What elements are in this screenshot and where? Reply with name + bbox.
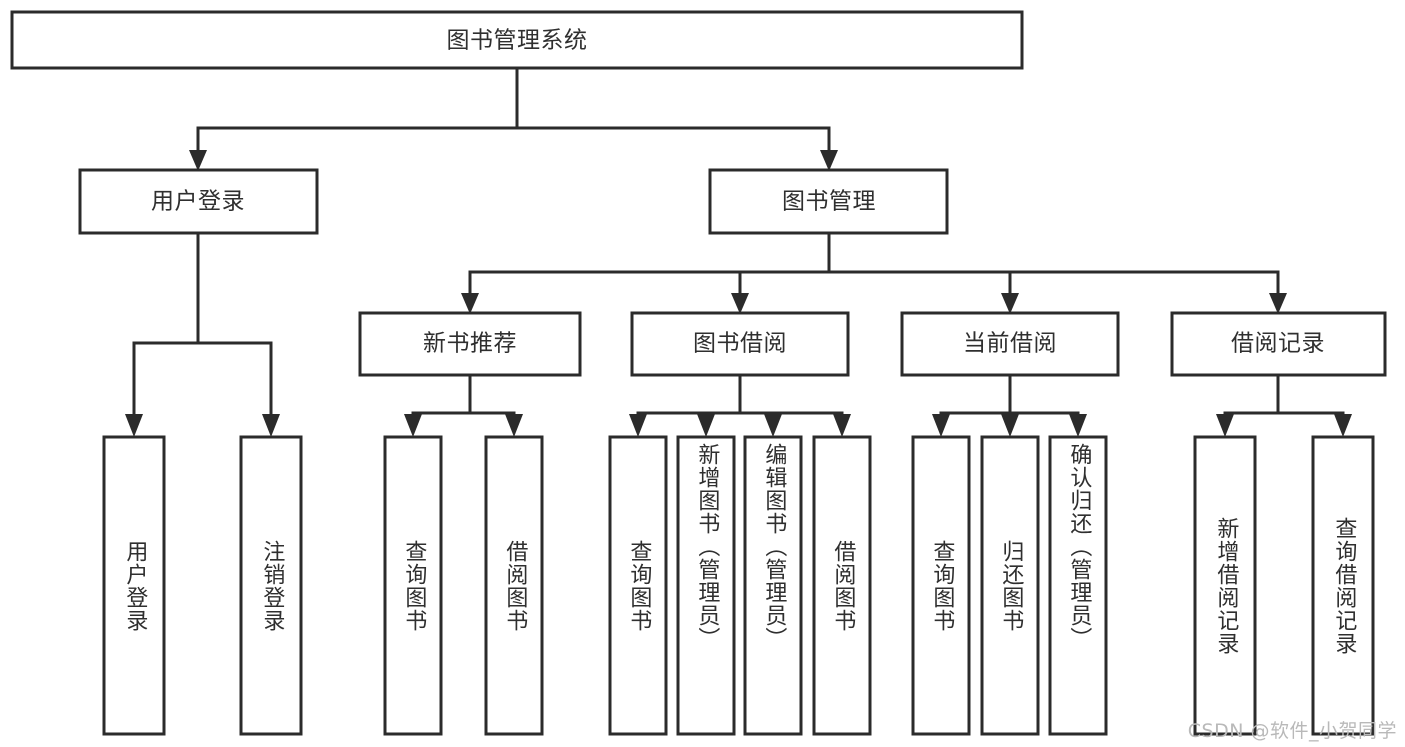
node-root[interactable]: 图书管理系统: [10, 10, 1024, 70]
arrowhead-leaf-10: [1069, 414, 1087, 437]
arrowhead-leaf-12: [1334, 414, 1352, 437]
arrowhead-to-borrow: [731, 293, 749, 314]
leaf-box-3[interactable]: [484, 435, 544, 736]
leaf-box-5[interactable]: [676, 435, 736, 736]
arrowhead-to-bookmgmt: [820, 150, 838, 171]
arrowhead-leaf-4: [629, 414, 647, 437]
arrowhead-to-records: [1269, 293, 1287, 314]
arrowhead-leaf-1: [262, 414, 280, 437]
leaf-box-6[interactable]: [743, 435, 803, 736]
arrowhead-to-current: [1001, 293, 1019, 314]
arrowhead-leaf-9: [1001, 414, 1019, 437]
node-new-book-recommend-label: 新书推荐: [423, 331, 517, 357]
csdn-watermark: CSDN @软件_小贺同学: [1187, 720, 1397, 742]
node-user-login-box[interactable]: [78, 168, 319, 235]
leaf-box-0[interactable]: [102, 435, 166, 736]
node-book-management-box[interactable]: [708, 168, 949, 235]
arrowhead-to-login: [189, 150, 207, 171]
leaf-box-9[interactable]: [980, 435, 1040, 736]
leaf-box-8[interactable]: [911, 435, 971, 736]
leaf-box-12[interactable]: [1311, 435, 1375, 736]
arrowhead-leaf-11: [1216, 414, 1234, 437]
arrowhead-leaf-8: [932, 414, 950, 437]
node-user-login[interactable]: 用户登录: [78, 168, 319, 235]
node-borrow-records-label: 借阅记录: [1231, 331, 1325, 357]
arrowhead-to-newbooks: [461, 293, 479, 314]
node-current-borrow[interactable]: 当前借阅: [900, 311, 1120, 377]
node-book-borrow-label: 图书借阅: [693, 331, 787, 357]
node-user-login-label: 用户登录: [151, 189, 245, 215]
arrowhead-leaf-7: [833, 414, 851, 437]
arrowhead-leaf-0: [125, 414, 143, 437]
node-borrow-records-box[interactable]: [1170, 311, 1387, 377]
leaf-box-7[interactable]: [812, 435, 872, 736]
node-book-management[interactable]: 图书管理: [708, 168, 949, 235]
leaf-box-1[interactable]: [239, 435, 303, 736]
leaf-boxes: [102, 435, 1375, 736]
arrowhead-leaf-2: [404, 414, 422, 437]
leaf-box-4[interactable]: [608, 435, 668, 736]
node-book-borrow-box[interactable]: [630, 311, 850, 377]
arrowhead-leaf-3: [505, 414, 523, 437]
node-new-book-recommend-box[interactable]: [358, 311, 582, 377]
node-borrow-records[interactable]: 借阅记录: [1170, 311, 1387, 377]
connectors: [125, 66, 1352, 437]
arrowhead-leaf-5: [697, 414, 715, 437]
arrowhead-leaf-6: [764, 414, 782, 437]
leaf-box-11[interactable]: [1193, 435, 1257, 736]
leaf-box-2[interactable]: [383, 435, 443, 736]
node-root-label: 图书管理系统: [447, 28, 588, 54]
leaf-box-10[interactable]: [1048, 435, 1108, 736]
node-book-management-label: 图书管理: [782, 189, 876, 215]
node-root-box[interactable]: [10, 10, 1024, 70]
node-current-borrow-box[interactable]: [900, 311, 1120, 377]
node-new-book-recommend[interactable]: 新书推荐: [358, 311, 582, 377]
node-current-borrow-label: 当前借阅: [963, 331, 1057, 357]
node-book-borrow[interactable]: 图书借阅: [630, 311, 850, 377]
